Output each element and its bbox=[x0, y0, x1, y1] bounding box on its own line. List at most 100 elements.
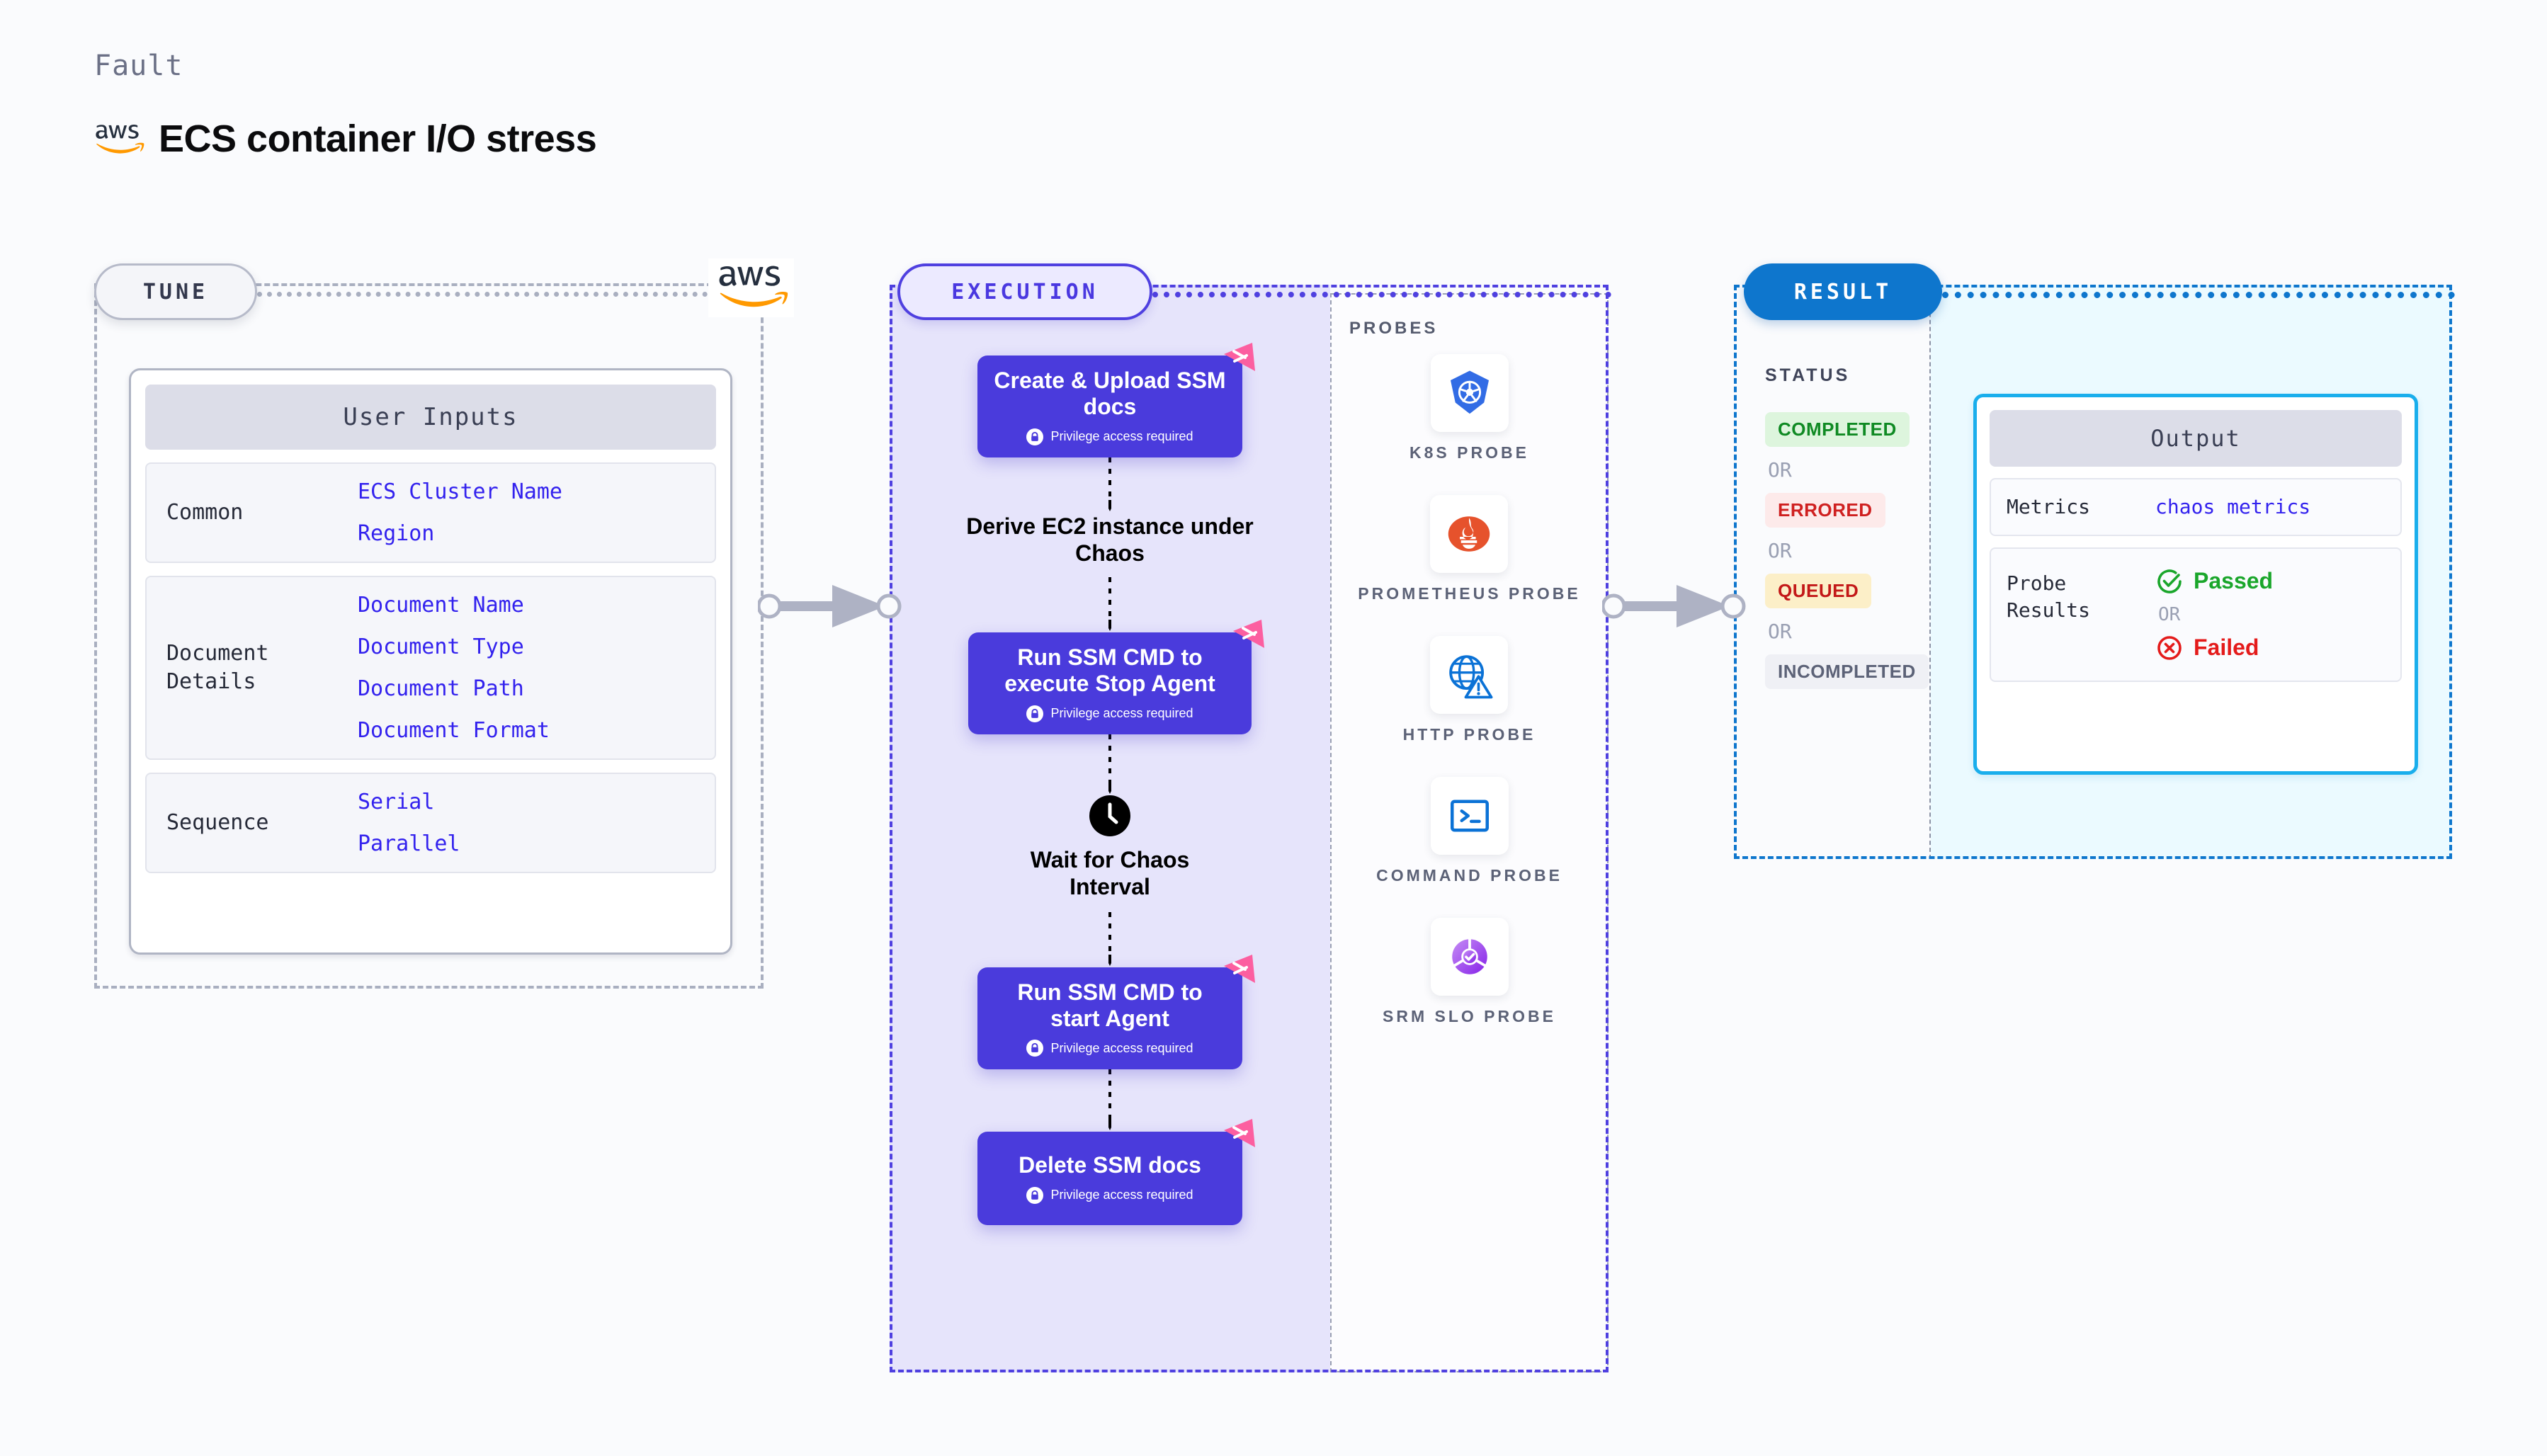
harness-badge-icon bbox=[1224, 343, 1255, 371]
output-probe-results-label: Probe Results bbox=[2007, 571, 2091, 622]
check-circle-icon bbox=[2157, 569, 2182, 593]
execution-rail-line bbox=[1152, 292, 1611, 297]
input-field-document-type[interactable]: Document Type bbox=[358, 635, 524, 659]
execution-step-run-ssm-cmd-start-agent[interactable]: Run SSM CMD to start Agent Privilege acc… bbox=[977, 954, 1255, 1069]
status-badge-incompleted: INCOMPLETED bbox=[1765, 654, 1929, 689]
tune-stage-container bbox=[94, 283, 764, 989]
probe-item-http[interactable]: HTTP PROBE bbox=[1403, 636, 1536, 746]
execution-step-title: Wait for Chaos Interval bbox=[1030, 846, 1190, 900]
output-card: Output Metrics chaos metrics Probe Resul… bbox=[1973, 394, 2418, 775]
privilege-note-text: Privilege access required bbox=[1050, 429, 1193, 444]
http-globe-icon bbox=[1449, 655, 1493, 699]
flow-connector-3 bbox=[1108, 734, 1111, 794]
input-field-ecs-cluster-name[interactable]: ECS Cluster Name bbox=[358, 479, 562, 504]
privilege-note-text: Privilege access required bbox=[1050, 1188, 1193, 1202]
probe-item-k8s[interactable]: K8S PROBE bbox=[1409, 354, 1529, 464]
output-metrics-value[interactable]: chaos metrics bbox=[2155, 495, 2311, 519]
lock-icon bbox=[1026, 705, 1044, 722]
lock-icon bbox=[1026, 1186, 1044, 1204]
clock-icon bbox=[1089, 795, 1130, 836]
execution-step-run-ssm-cmd-stop-agent[interactable]: Run SSM CMD to execute Stop Agent Privil… bbox=[968, 619, 1264, 734]
status-title: STATUS bbox=[1765, 365, 1851, 385]
stage-pill-result-label: RESULT bbox=[1793, 279, 1893, 305]
aws-logo-icon-small bbox=[708, 258, 794, 317]
stage-pill-execution[interactable]: EXECUTION bbox=[897, 263, 1152, 320]
srm-slo-icon bbox=[1451, 938, 1487, 974]
arrow-tune-to-execution bbox=[756, 572, 907, 644]
output-row-metrics: Metrics chaos metrics bbox=[1990, 478, 2402, 536]
privilege-note: Privilege access required bbox=[1026, 428, 1193, 445]
probe-label: HTTP PROBE bbox=[1402, 725, 1536, 744]
probe-result-failed-label: Failed bbox=[2194, 635, 2259, 661]
input-field-sequence-parallel[interactable]: Parallel bbox=[358, 831, 460, 856]
lock-icon bbox=[1026, 1040, 1044, 1057]
input-field-document-format[interactable]: Document Format bbox=[358, 718, 550, 743]
flow-connector-5 bbox=[1108, 1069, 1111, 1130]
execution-step-create-upload-ssm-docs[interactable]: Create & Upload SSM docs Privilege acces… bbox=[977, 343, 1255, 457]
input-group-sequence[interactable]: Sequence Serial Parallel bbox=[145, 773, 716, 873]
execution-flow: Create & Upload SSM docs Privilege acces… bbox=[890, 285, 1330, 1372]
privilege-note: Privilege access required bbox=[1026, 1186, 1193, 1204]
stage-pill-tune[interactable]: TUNE bbox=[94, 263, 257, 320]
input-group-sequence-label: Sequence bbox=[166, 809, 269, 835]
aws-logo-icon bbox=[92, 121, 144, 157]
harness-badge-icon bbox=[1233, 619, 1264, 648]
status-or-2: OR bbox=[1768, 539, 1792, 562]
privilege-note-text: Privilege access required bbox=[1050, 706, 1193, 721]
prometheus-icon bbox=[1448, 516, 1490, 552]
probe-result-failed: Failed bbox=[2155, 634, 2273, 662]
x-circle-icon bbox=[2157, 635, 2182, 660]
output-card-title: Output bbox=[1990, 410, 2402, 467]
flow-connector-1 bbox=[1108, 457, 1111, 511]
page-title-row: ECS container I/O stress bbox=[92, 117, 597, 161]
input-field-document-name[interactable]: Document Name bbox=[358, 593, 524, 618]
execution-step-delete-ssm-docs[interactable]: Delete SSM docs Privilege access require… bbox=[977, 1118, 1255, 1225]
arrow-execution-to-result bbox=[1601, 572, 1751, 644]
input-field-sequence-serial[interactable]: Serial bbox=[358, 790, 435, 814]
privilege-note: Privilege access required bbox=[1026, 1040, 1193, 1057]
execution-step-title: Run SSM CMD to execute Stop Agent bbox=[1004, 644, 1215, 696]
harness-badge-icon bbox=[1224, 954, 1255, 983]
output-row-probe-results: Probe Results Passed OR Failed bbox=[1990, 547, 2402, 682]
probe-item-srm-slo[interactable]: SRM SLO PROBE bbox=[1383, 918, 1556, 1028]
result-status-background bbox=[1734, 285, 1931, 859]
status-badge-queued: QUEUED bbox=[1765, 574, 1872, 608]
execution-step-title: Run SSM CMD to start Agent bbox=[1017, 979, 1203, 1031]
status-list: COMPLETED OR ERRORED OR QUEUED OR INCOMP… bbox=[1765, 412, 1929, 689]
execution-step-derive-ec2-instance: Derive EC2 instance under Chaos bbox=[954, 513, 1266, 567]
flow-connector-4 bbox=[1108, 911, 1111, 966]
input-field-document-path[interactable]: Document Path bbox=[358, 676, 524, 701]
result-rail-line bbox=[1942, 292, 2455, 298]
input-group-common-label: Common bbox=[166, 499, 244, 525]
output-metrics-label: Metrics bbox=[2007, 495, 2091, 518]
input-group-document-details[interactable]: Document Details Document Name Document … bbox=[145, 576, 716, 760]
stage-pill-tune-label: TUNE bbox=[142, 279, 209, 305]
result-stage-container bbox=[1734, 285, 2452, 859]
execution-step-title: Delete SSM docs bbox=[1019, 1152, 1201, 1178]
terminal-icon bbox=[1450, 800, 1489, 832]
kubernetes-icon bbox=[1450, 370, 1489, 414]
harness-badge-icon bbox=[1224, 1118, 1255, 1147]
probe-label: PROMETHEUS PROBE bbox=[1358, 584, 1581, 603]
probe-label: SRM SLO PROBE bbox=[1383, 1007, 1556, 1026]
execution-step-title: Create & Upload SSM docs bbox=[994, 368, 1226, 419]
privilege-note: Privilege access required bbox=[1026, 705, 1193, 722]
input-group-common[interactable]: Common ECS Cluster Name Region bbox=[145, 462, 716, 563]
stage-pill-result[interactable]: RESULT bbox=[1744, 263, 1942, 320]
probe-result-passed: Passed bbox=[2155, 567, 2273, 596]
tune-rail-line bbox=[257, 292, 767, 297]
probe-label: COMMAND PROBE bbox=[1376, 866, 1562, 885]
status-badge-completed: COMPLETED bbox=[1765, 412, 1910, 447]
user-inputs-title: User Inputs bbox=[145, 385, 716, 450]
status-or-1: OR bbox=[1768, 458, 1792, 482]
probe-label: K8S PROBE bbox=[1409, 443, 1529, 462]
page-title: ECS container I/O stress bbox=[159, 118, 597, 160]
execution-stage-container bbox=[890, 285, 1609, 1372]
input-group-document-details-label: Document Details bbox=[166, 640, 269, 695]
flow-connector-2 bbox=[1108, 576, 1111, 631]
input-field-region[interactable]: Region bbox=[358, 521, 435, 546]
status-badge-errored: ERRORED bbox=[1765, 493, 1885, 528]
probe-item-command[interactable]: COMMAND PROBE bbox=[1376, 777, 1562, 887]
probe-item-prometheus[interactable]: PROMETHEUS PROBE bbox=[1358, 495, 1580, 605]
privilege-note-text: Privilege access required bbox=[1050, 1040, 1193, 1055]
